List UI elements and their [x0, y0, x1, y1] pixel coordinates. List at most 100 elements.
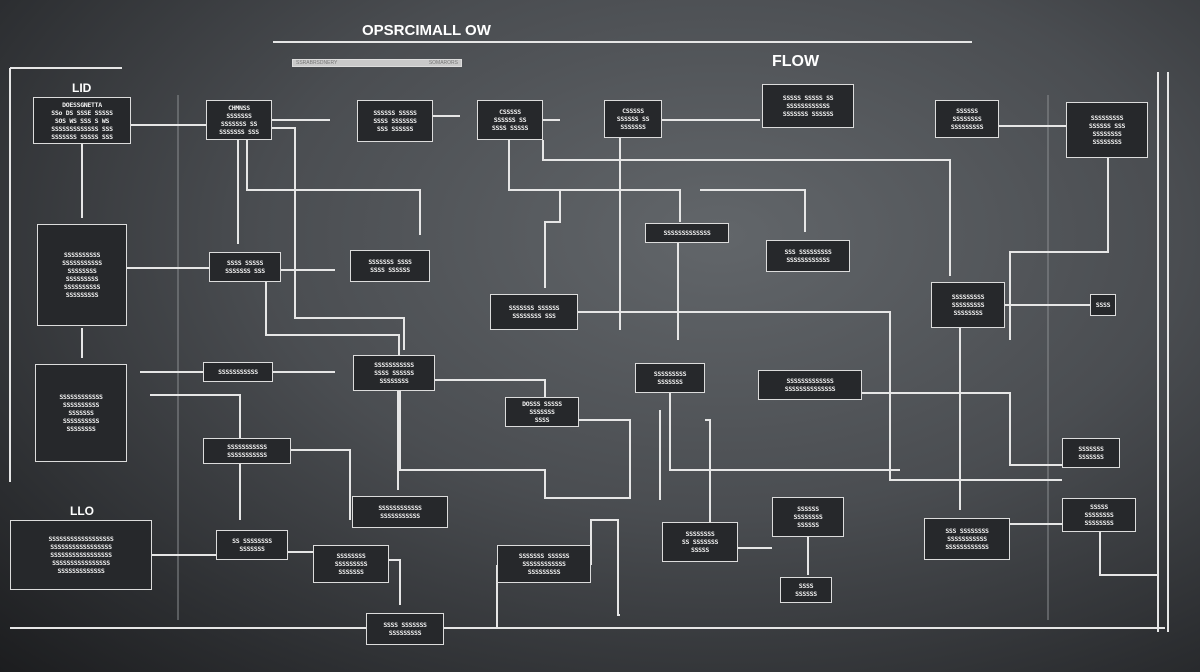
flow-title: FLOW — [772, 53, 820, 70]
node-text: SSSSSSSSS — [951, 301, 985, 309]
node-text: SSSSSS SSS — [1088, 122, 1126, 130]
node-text: SSSSSSS — [338, 568, 364, 576]
node-text: SSS SSSSSSSSS — [784, 248, 832, 256]
node-text: SSSSSSSSSSSS — [59, 393, 103, 401]
node-text: SSSSSS SS — [616, 115, 650, 123]
node-text: SSSSSSSSS — [388, 629, 422, 637]
node-text: SSSSSSSSSSSSSSSS — [52, 559, 110, 567]
node-text: SSSSSSSSSSS — [380, 512, 420, 520]
node-text: SSSSSSSSS — [334, 560, 368, 568]
node-text: DOESSGNETTA — [62, 100, 102, 109]
node-text: SSSSSSSS — [953, 309, 983, 317]
node-text: SSSSSSSS — [793, 513, 823, 521]
node-text: SSSSSSS SS — [220, 120, 258, 128]
node-text: SSSSSSS SSSSSS — [782, 110, 834, 118]
node-text: SSSSSSSS SSS — [512, 312, 556, 320]
node-text: SSS SSSSSS — [376, 125, 414, 133]
subtitle-left: SSRABRSDNERY — [296, 60, 338, 66]
node-text: DOSSS SSSSS — [522, 400, 562, 408]
flow-node[interactable]: SSSSSSSSSSS — [203, 362, 273, 382]
node-text: SOS WS SSS S WS — [54, 116, 110, 125]
node-text: SSSSSSSSSSS — [947, 535, 987, 543]
node-text: SSSSSSSS — [1092, 138, 1122, 146]
node-text: SSSSSSSSSSSSSSSSS — [50, 551, 112, 559]
node-text: SSSSSS — [797, 521, 819, 529]
node-text: SSSSSSSSSS — [62, 401, 100, 409]
node-text: SSSSSSSS — [952, 115, 982, 123]
node-text: SSSSSS — [795, 590, 817, 598]
node-text: SSSSS — [1089, 503, 1109, 511]
node-text: SSSS SSSSSSS — [383, 621, 427, 629]
node-text: SSSSSSSSS — [65, 291, 99, 299]
node-text: SSSSSSS — [1078, 453, 1104, 461]
node-text: SSSSSSS — [620, 123, 646, 131]
node-text: SSSSSSS — [239, 545, 265, 553]
node-text: SSSS — [534, 416, 550, 424]
node-text: SSSSSSSSSSS — [227, 443, 267, 451]
node-text: SSSSSSSSSSS — [374, 361, 414, 369]
node-text: SSSS SSSSS — [226, 259, 264, 267]
node-text: SSSSSSSSSSSS — [786, 102, 830, 110]
node-text: SSSSSSSS — [67, 267, 97, 275]
node-text: SSSS SSSSSS — [374, 369, 414, 377]
node-text: SSo DS SSSE SSSSS — [51, 108, 113, 117]
node-text: SSSSSSSSS — [527, 568, 561, 576]
node-text: SSS SSSSSSSS — [945, 527, 989, 535]
node-text: SSSSSSSSSSSS — [522, 560, 566, 568]
node-text: SSSSSSS — [657, 378, 683, 386]
node-text: SSSSS SSSSS SS — [782, 94, 834, 102]
lid-label: LID — [72, 81, 92, 95]
flow-node[interactable]: SSSS — [1090, 294, 1116, 316]
node-text: SSSSSSSS — [66, 425, 96, 433]
node-text: SSSSSSSSSSSSSSSSS — [50, 543, 112, 551]
node-text: SSSSSSS SSSSS SSS — [51, 132, 113, 141]
node-text: SSSSSSS SSSS — [368, 258, 412, 266]
node-text: SSSSSS — [797, 505, 819, 513]
node-text: SSSSSSSSSSS — [62, 259, 102, 267]
flow-node[interactable]: SSSSSSSSSSSSS — [645, 223, 729, 243]
node-text: SSSSSS SSSSS — [373, 109, 417, 117]
node-text: SSSS SSSSS — [491, 124, 529, 132]
node-text: SSSS SSSSSSS — [373, 117, 417, 125]
node-text: SS SSSSSSSS — [232, 537, 272, 545]
node-text: SSSSSSSSSSSS — [786, 256, 830, 264]
node-text: SSSSSSSSSSSS — [378, 504, 422, 512]
node-text: CSSSSS — [622, 107, 644, 115]
llo-label: LLO — [70, 504, 94, 518]
node-text: SSSSSSS SSS — [225, 267, 265, 275]
